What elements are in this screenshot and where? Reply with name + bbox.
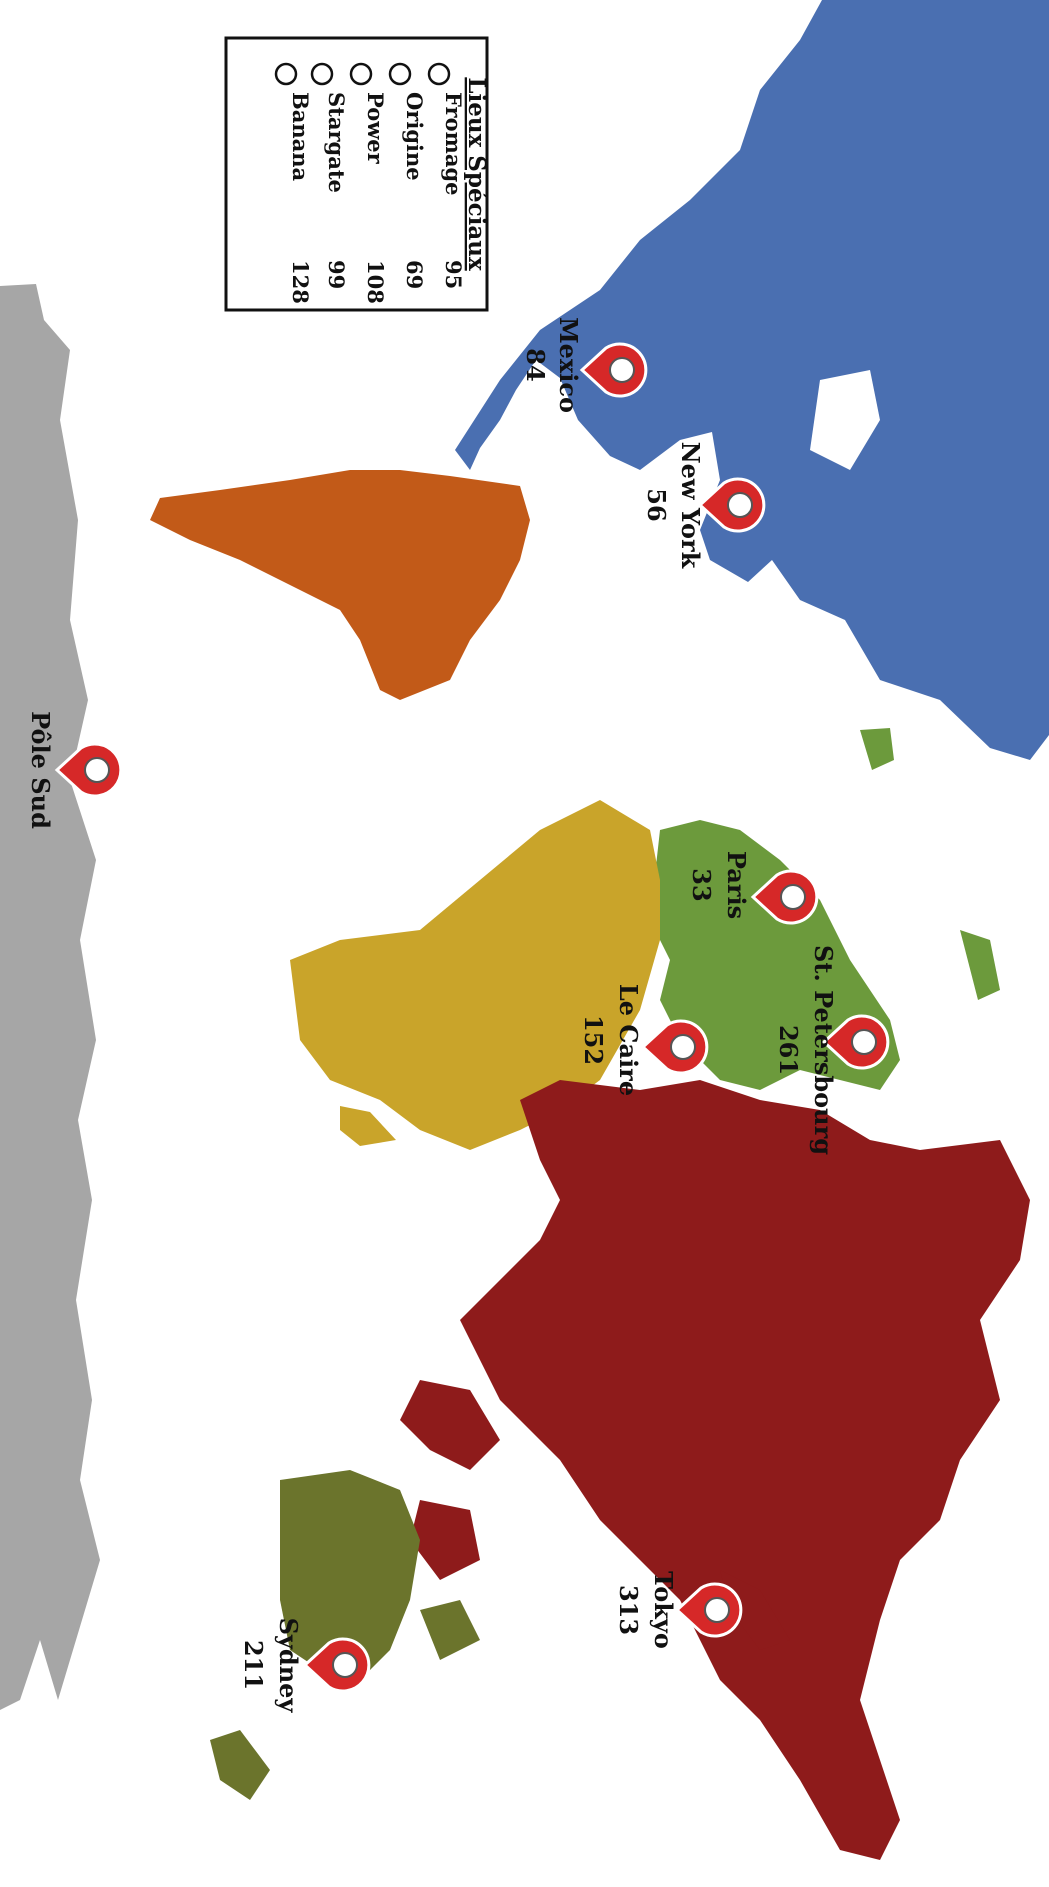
map-pin-icon[interactable] bbox=[579, 342, 648, 398]
place-value-st-petersbourg: 261 bbox=[774, 1025, 803, 1075]
map-pin-icon[interactable] bbox=[674, 1582, 743, 1638]
legend-item-value: 99 bbox=[324, 260, 349, 289]
australia bbox=[280, 1470, 420, 1680]
legend-item-value: 108 bbox=[363, 260, 388, 304]
legend-item-value: 69 bbox=[402, 260, 427, 289]
southeast-asia-islands bbox=[400, 1380, 500, 1470]
south-america bbox=[150, 470, 530, 700]
map-pin-icon[interactable] bbox=[640, 1019, 709, 1075]
new-guinea bbox=[420, 1600, 480, 1660]
circle-outline-icon bbox=[388, 62, 412, 86]
legend-item-name: Power bbox=[363, 92, 388, 165]
japan bbox=[720, 1570, 790, 1650]
circle-outline-icon bbox=[349, 62, 373, 86]
map-pin-icon[interactable] bbox=[302, 1637, 371, 1693]
circle-outline-icon bbox=[427, 62, 451, 86]
legend: Lieux Spéciaux Fromage 95 Origine 69 Power 10… bbox=[224, 36, 490, 312]
norway-islands bbox=[960, 930, 1000, 1000]
map-pin-icon[interactable] bbox=[821, 1014, 890, 1070]
north-america bbox=[455, 0, 1049, 760]
place-value-tokyo: 313 bbox=[614, 1585, 643, 1635]
africa bbox=[290, 800, 660, 1150]
antarctica bbox=[0, 284, 100, 1710]
asia bbox=[460, 1080, 1030, 1860]
legend-item-name: Fromage bbox=[441, 92, 466, 195]
place-name-paris: Paris bbox=[722, 851, 751, 919]
legend-item-value: 95 bbox=[441, 260, 466, 289]
map-pin-icon[interactable] bbox=[54, 742, 123, 798]
legend-item-value: 128 bbox=[288, 260, 313, 304]
legend-item-name: Stargate bbox=[324, 92, 349, 193]
place-value-paris: 33 bbox=[687, 868, 716, 901]
place-name-le-caire: Le Caire bbox=[614, 984, 643, 1096]
city-pins bbox=[54, 342, 890, 1693]
legend-item-name: Banana bbox=[288, 92, 313, 181]
europe bbox=[650, 820, 900, 1090]
place-value-le-caire: 152 bbox=[579, 1015, 608, 1065]
place-name-sydney: Sydney bbox=[274, 1618, 303, 1714]
indonesia bbox=[410, 1500, 480, 1580]
madagascar bbox=[340, 1106, 396, 1146]
circle-outline-icon bbox=[274, 62, 298, 86]
place-name-tokyo: Tokyo bbox=[649, 1571, 678, 1649]
place-value-mexico: 84 bbox=[521, 348, 550, 381]
place-name-mexico: Mexico bbox=[554, 317, 583, 413]
place-value-sydney: 211 bbox=[239, 1640, 268, 1690]
new-zealand bbox=[210, 1730, 270, 1800]
place-name-new-york: New York bbox=[676, 442, 705, 570]
place-name-pole-sud: Pôle Sud bbox=[26, 711, 55, 829]
map-pin-icon[interactable] bbox=[697, 477, 766, 533]
place-name-st-petersbourg: St. Petersbourg bbox=[809, 945, 838, 1155]
place-value-new-york: 56 bbox=[642, 488, 671, 521]
circle-outline-icon bbox=[310, 62, 334, 86]
map-pin-icon[interactable] bbox=[750, 869, 819, 925]
legend-item-name: Origine bbox=[402, 92, 427, 181]
legend-title: Lieux Spéciaux bbox=[463, 77, 490, 271]
iceland bbox=[860, 728, 894, 770]
